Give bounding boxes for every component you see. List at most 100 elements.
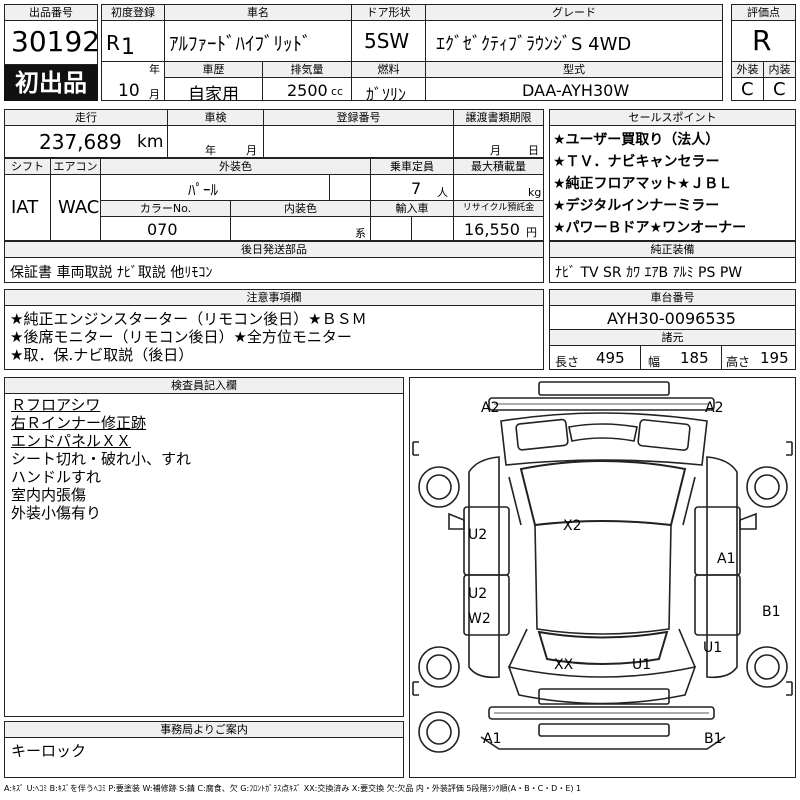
reg-month: 10 <box>118 81 140 101</box>
interior-color-box: 系 <box>230 216 371 241</box>
recycle-deposit-value: 16,550 <box>464 220 520 239</box>
later-parts-label: 後日発送部品 <box>4 241 544 258</box>
sales-points-label: セールスポイント <box>549 109 796 126</box>
transfer-day-unit: 日 <box>528 144 539 157</box>
lot-number: 30192 <box>11 25 98 58</box>
door-label: ドア形状 <box>351 4 426 21</box>
aircon-label: エアコン <box>50 158 101 175</box>
later-parts-box: 保証書 車両取説 ﾅﾋﾞ取説 他ﾘﾓｺﾝ <box>4 257 544 283</box>
note-line: ★後席モニター（リモコン後日）★全方位モニター <box>10 328 352 346</box>
inspection-year-unit: 年 <box>205 144 216 157</box>
transfer-deadline-box: 月 日 <box>453 125 544 158</box>
interior-label: 内装 <box>763 61 796 78</box>
displacement-label: 排気量 <box>262 61 352 78</box>
inspector-line: シート切れ・破れ小、すれ <box>11 450 192 468</box>
mileage-box: 237,689 km <box>4 125 168 158</box>
office-notice-value: キーロック <box>11 742 87 760</box>
shift-label: シフト <box>4 158 51 175</box>
car-name-label: 車名 <box>164 4 352 21</box>
door-box: 5SW <box>351 20 426 62</box>
inspection-label: 車検 <box>167 109 264 126</box>
max-load-label: 最大積載量 <box>453 158 544 175</box>
damage-label: A1 <box>483 731 502 747</box>
max-load-box: kg <box>453 174 544 201</box>
sales-point: ★純正フロアマット★ＪＢＬ <box>553 176 733 192</box>
year-unit: 年 <box>149 63 160 76</box>
damage-label: A1 <box>717 551 736 567</box>
fuel-label: 燃料 <box>351 61 426 78</box>
history-value: 自家用 <box>188 85 239 101</box>
height-label: 高さ <box>726 355 751 369</box>
inspector-notes-box: Ｒフロアシワ 右Ｒインナー修正跡 エンドパネルＸＸ シート切れ・破れ小、すれ ハ… <box>4 393 404 717</box>
office-notice-label: 事務局よりご案内 <box>4 721 404 738</box>
exterior-label: 外装 <box>731 61 764 78</box>
mileage-value: 237,689 <box>39 130 122 154</box>
inspector-line: Ｒフロアシワ <box>11 396 101 414</box>
interior-box: C <box>763 77 796 101</box>
damage-label: W2 <box>468 611 491 627</box>
capacity-value: 7 <box>411 179 422 198</box>
door-value: 5SW <box>364 29 410 53</box>
inspector-line: 室内内張傷 <box>11 486 87 504</box>
model-value: DAA-AYH30W <box>522 81 630 100</box>
exterior-box: C <box>731 77 764 101</box>
chassis-number-box: AYH30-0096535 <box>549 305 796 330</box>
recycle-deposit-box: 16,550 円 <box>453 216 544 241</box>
recycle-deposit-label: リサイクル預託金 <box>453 200 544 217</box>
width-label: 幅 <box>648 355 661 369</box>
shift-value: IAT <box>11 197 39 218</box>
office-notice-box: キーロック <box>4 737 404 778</box>
grade-label: グレード <box>425 4 723 21</box>
interior-color-label: 内装色 <box>230 200 371 217</box>
sales-point: ★デジタルインナーミラー <box>553 198 720 214</box>
width-value: 185 <box>680 349 709 367</box>
chassis-number-value: AYH30-0096535 <box>607 309 736 328</box>
transfer-deadline-label: 譲渡書類期限 <box>453 109 544 126</box>
recycle-deposit-unit: 円 <box>526 226 537 239</box>
exterior-color-extra <box>329 174 371 201</box>
notes-label: 注意事項欄 <box>4 289 544 306</box>
max-load-unit: kg <box>528 186 542 199</box>
mileage-unit: km <box>137 132 164 152</box>
capacity-unit: 人 <box>437 186 448 199</box>
capacity-label: 乗車定員 <box>370 158 454 175</box>
model-label: 型式 <box>425 61 723 78</box>
fuel-box: ｶﾞｿﾘﾝ <box>351 77 426 101</box>
reg-year: 1 <box>121 35 135 60</box>
sales-points-box: ★ユーザー買取り（法人） ★ＴＶ．ナビキャンセラー ★純正フロアマット★ＪＢＬ … <box>549 125 796 241</box>
genuine-equipment-value: ﾅﾋﾞ TV SR ｶﾜ ｴｱB ｱﾙﾐ PS PW <box>555 265 743 281</box>
import-label: 輸入車 <box>370 200 454 217</box>
history-box: 自家用 <box>164 77 263 101</box>
damage-label: A2 <box>481 400 500 416</box>
car-name: ｱﾙﾌｧｰﾄﾞﾊｲﾌﾞﾘｯﾄﾞ <box>169 33 312 55</box>
car-diagram-frame <box>409 377 796 778</box>
displacement-unit: cc <box>331 85 344 98</box>
inspector-notes-label: 検査員記入欄 <box>4 377 404 394</box>
import-box <box>370 216 454 241</box>
transfer-month-unit: 月 <box>490 144 501 157</box>
color-number-box: 070 <box>100 216 231 241</box>
model-box: DAA-AYH30W <box>425 77 723 101</box>
lot-number-label: 出品番号 <box>4 4 98 21</box>
displacement-value: 2500 <box>287 81 328 100</box>
evaluation-label: 評価点 <box>731 4 796 21</box>
displacement-box: 2500 cc <box>262 77 352 101</box>
sales-point: ★パワーＢドア★ワンオーナー <box>553 220 747 236</box>
reg-era: R <box>106 31 120 55</box>
aircon-value: WAC <box>58 197 100 218</box>
first-registration-label: 初度登録 <box>101 4 165 21</box>
damage-label: U2 <box>468 586 488 602</box>
damage-label: A2 <box>705 400 724 416</box>
inspector-line: エンドパネルＸＸ <box>11 432 132 450</box>
note-line: ★純正エンジンスターター（リモコン後日）★ＢＳＭ <box>10 310 367 328</box>
inspection-month-unit: 月 <box>246 144 257 157</box>
registration-number-box <box>263 125 454 158</box>
note-line: ★取．保.ナビ取説（後日） <box>10 346 194 364</box>
color-number-label: カラーNo. <box>100 200 231 217</box>
damage-label: U2 <box>468 527 488 543</box>
height-value: 195 <box>760 349 789 367</box>
legend: A:ｷｽﾞ U:ﾍｺﾐ B:ｷｽﾞを伴うﾍｺﾐ P:要塗装 W:補修跡 S:錆 … <box>4 784 582 793</box>
lot-number-box: 30192 <box>4 20 98 65</box>
length-label: 長さ <box>555 355 580 369</box>
specifications-label: 諸元 <box>549 329 796 346</box>
